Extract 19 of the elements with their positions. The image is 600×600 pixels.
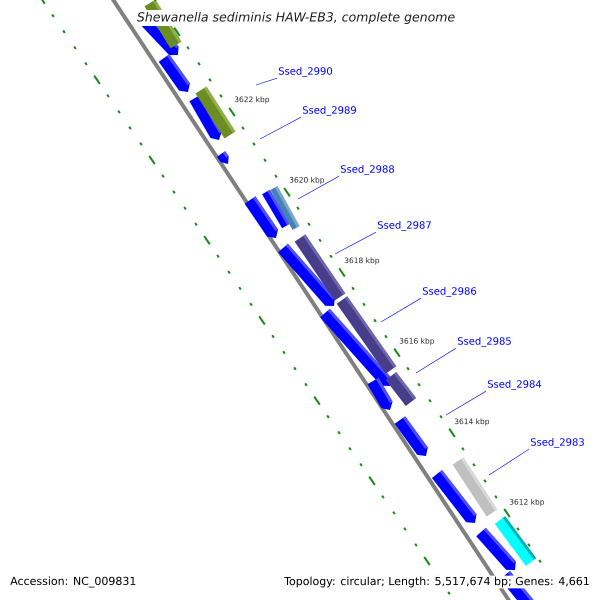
title: Shewanella sediminis HAW-EB3, complete genome bbox=[134, 10, 458, 26]
leader-line bbox=[380, 298, 422, 322]
gene-label: Ssed_2989 bbox=[302, 106, 356, 116]
leader-line bbox=[298, 176, 340, 200]
gene-label: Ssed_2986 bbox=[422, 287, 476, 297]
leader-line bbox=[256, 78, 278, 86]
gene-label: Ssed_2990 bbox=[278, 67, 332, 77]
genome-info-label: Topology: circular; Length: 5,517,674 bp; Genes: 4,661 bbox=[283, 576, 591, 588]
leader-line bbox=[260, 116, 302, 140]
accession-label: Accession: NC_009831 bbox=[9, 576, 138, 588]
leader-line bbox=[416, 348, 456, 374]
gene-label: Ssed_2987 bbox=[378, 221, 431, 231]
gene-label: Ssed_2983 bbox=[530, 438, 584, 448]
leader-line bbox=[446, 390, 486, 416]
gene-label: Ssed_2988 bbox=[340, 165, 394, 175]
gene-label: Ssed_2984 bbox=[488, 380, 542, 390]
leader-line bbox=[488, 448, 530, 476]
gene-label: Ssed_2985 bbox=[458, 337, 511, 347]
leader-line bbox=[334, 232, 376, 254]
